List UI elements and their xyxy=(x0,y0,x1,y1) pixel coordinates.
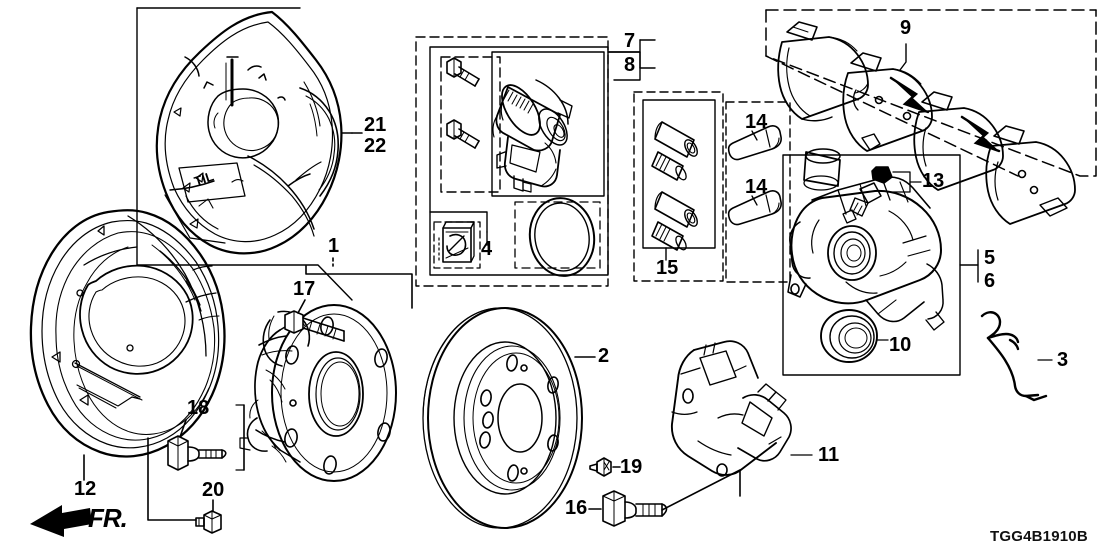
callout-15: 15 xyxy=(656,257,679,279)
callout-8: 8 xyxy=(624,54,636,76)
boot-upper xyxy=(651,151,687,181)
leader-14-upper xyxy=(751,130,758,141)
diagram-id-code: TGG4B1910B xyxy=(990,528,1088,545)
callout-11: 11 xyxy=(818,444,840,466)
callout-21: 21 xyxy=(364,114,387,136)
splash-guard-main-opening xyxy=(79,264,194,375)
seal-ring-box xyxy=(514,201,601,269)
caliper-box xyxy=(782,154,961,376)
grease-packet-box xyxy=(433,221,481,269)
caliper-body-part xyxy=(787,148,945,331)
sleeve-upper xyxy=(654,121,698,158)
leader-9 xyxy=(899,43,907,71)
callout-22: 22 xyxy=(364,135,387,157)
sleeve-kit-inner-box xyxy=(642,99,716,249)
leader-1-bracket xyxy=(305,265,413,309)
callout-13: 13 xyxy=(922,170,945,192)
sleeve-lower xyxy=(654,191,698,228)
bleeder-screw-part xyxy=(842,166,893,224)
callout-2: 2 xyxy=(598,345,610,367)
bolt-18-part xyxy=(167,435,227,471)
piston-boot-part xyxy=(820,309,878,363)
fr-arrow xyxy=(30,505,92,537)
leader-17 xyxy=(297,299,306,314)
actuator-kit-inner-box xyxy=(429,46,609,276)
callout-6: 6 xyxy=(984,270,996,292)
actuator-bolt-lower xyxy=(446,119,480,149)
callout-12: 12 xyxy=(74,478,97,500)
splash-guard-main-detail xyxy=(51,215,220,409)
actuator-box-solid xyxy=(491,51,605,197)
brake-disc-part xyxy=(422,307,583,529)
bolt-20-part xyxy=(195,510,222,534)
callout-16: 16 xyxy=(565,497,588,519)
wire-clip-part xyxy=(980,311,1048,402)
bolt-16-part xyxy=(602,490,668,527)
splash-guard-inset-detail: TIL xyxy=(164,56,322,244)
guide-pin-upper xyxy=(727,125,782,161)
leader-18 xyxy=(179,419,187,438)
brake-pad-2 xyxy=(842,52,933,152)
callout-9: 9 xyxy=(900,17,912,39)
sleeve-kit-box xyxy=(633,91,724,282)
splash-guard-inset-wing xyxy=(299,87,339,197)
svg-text:TIL: TIL xyxy=(192,169,215,189)
callout-17: 17 xyxy=(293,278,316,300)
seal-ring-part xyxy=(528,197,596,277)
callout-18: 18 xyxy=(187,397,210,419)
callout-19: 19 xyxy=(620,456,643,478)
splash-guard-inset-frame xyxy=(136,7,353,301)
callout-4: 4 xyxy=(481,238,493,260)
callout-3: 3 xyxy=(1057,349,1069,371)
brake-pads-box xyxy=(765,9,1097,177)
callout-14-lower: 14 xyxy=(745,176,768,198)
callout-20: 20 xyxy=(202,479,225,501)
callout-1: 1 xyxy=(328,235,340,257)
grease-packet-part xyxy=(442,221,475,263)
leader-20-path xyxy=(147,437,197,521)
actuator-box xyxy=(440,56,501,193)
actuator-kit-outer-box xyxy=(415,36,609,287)
actuator-motor-part xyxy=(492,79,573,193)
front-direction-label: FR. xyxy=(88,503,128,533)
splash-guard-main-part xyxy=(29,209,226,458)
brake-pad-4 xyxy=(985,125,1076,225)
leader-16-to-bracket xyxy=(661,469,741,511)
wheel-stud-part xyxy=(284,310,345,342)
leader-14-lower xyxy=(751,195,758,206)
callout-7: 7 xyxy=(624,30,636,52)
brake-pad-1 xyxy=(777,21,869,122)
caliper-bracket-part xyxy=(670,340,792,477)
screw-19-part xyxy=(589,457,612,477)
actuator-bolt-upper xyxy=(446,57,480,87)
guide-pin-box xyxy=(725,101,791,283)
callout-14-upper: 14 xyxy=(745,111,768,133)
callout-5: 5 xyxy=(984,247,996,269)
splash-guard-inset-part xyxy=(155,10,343,255)
boot-lower xyxy=(651,221,687,251)
callout-10: 10 xyxy=(889,334,912,356)
guide-pin-lower xyxy=(727,190,782,226)
